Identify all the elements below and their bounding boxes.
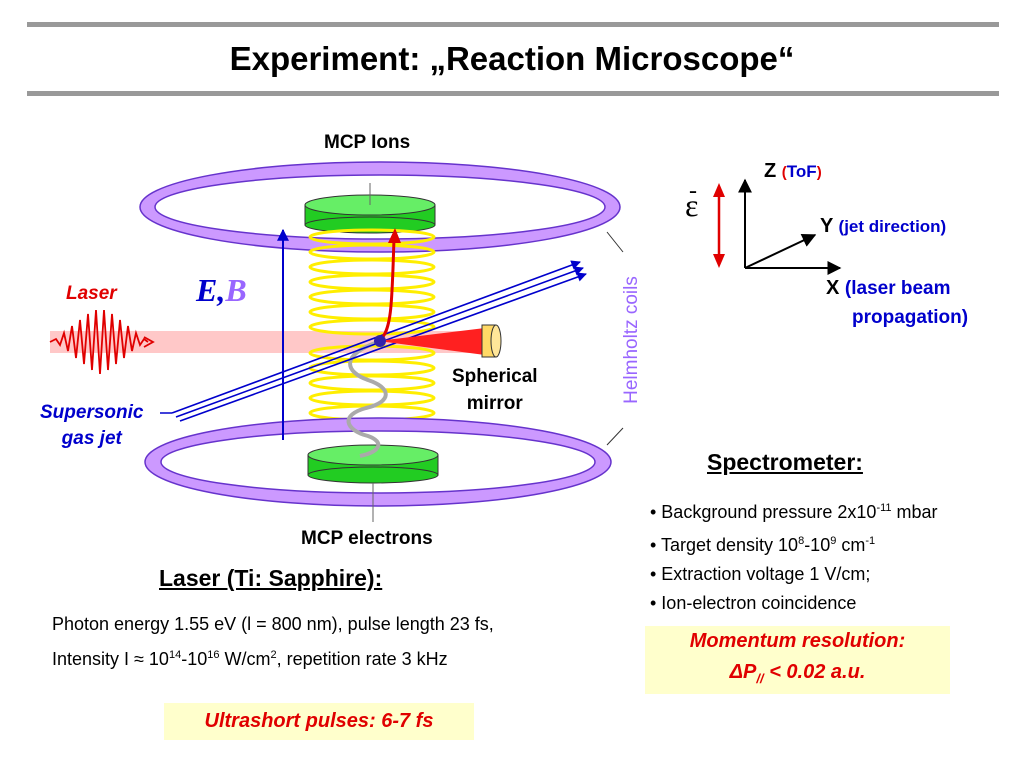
laser-intensity-line: Intensity I ≈ 1014-1016 W/cm2, repetitio…: [52, 640, 494, 675]
bullet-target-density-unit: cm: [836, 535, 866, 555]
ultrashort-pulses-box: Ultrashort pulses: 6-7 fs: [164, 703, 474, 740]
interaction-point: [374, 335, 386, 347]
supersonic-gas-jet-line1: Supersonic: [40, 402, 144, 423]
epsilon-field-arrow: [713, 183, 725, 268]
helmholtz-callout-top: [606, 231, 624, 253]
mcp-ions-detector: [304, 183, 436, 234]
y-axis-note: (jet direction): [838, 217, 947, 236]
bullet-coincidence: • Ion-electron coincidence: [650, 593, 857, 613]
bottom-rule: [27, 91, 999, 96]
momentum-delta-p: ΔP: [729, 661, 757, 683]
eb-separator: ,: [217, 272, 226, 308]
bullet-target-density-mid: -10: [804, 535, 831, 555]
bullet-extraction-voltage: • Extraction voltage 1 V/cm;: [650, 564, 871, 584]
mcp-electrons-label: MCP electrons: [301, 528, 433, 549]
mcp-electrons-detector: [307, 444, 439, 522]
momentum-parallel-sub: //: [756, 671, 764, 686]
momentum-resolution-value: ΔP// < 0.02 a.u.: [645, 657, 950, 694]
spectrometer-coil-upper: [308, 228, 436, 336]
top-rule: [27, 22, 999, 27]
bullet-target-density-exp1: 8: [798, 535, 805, 547]
laser-focus-cone: [378, 328, 485, 355]
page-title: Experiment: „Reaction Microscope“: [229, 40, 795, 77]
z-axis-note: ToF: [786, 162, 817, 181]
helmholtz-coils-label: Helmholtz coils: [621, 276, 642, 404]
laser-intensity-exp3: 2: [270, 649, 277, 661]
laser-intensity-text: Intensity I ≈ 10: [52, 649, 169, 669]
z-axis-label: Z (ToF): [764, 160, 822, 183]
laser-pulse-icon: [49, 309, 149, 375]
spectrometer-bullets: • Background pressure 2x10-11 mbar • Tar…: [650, 494, 938, 618]
laser-intensity-exp1: 14: [168, 649, 182, 661]
coordinate-axes: [738, 178, 842, 275]
bullet-background-pressure-exp: -11: [876, 502, 892, 514]
x-axis-letter: X: [826, 277, 840, 299]
momentum-resolution-box: Momentum resolution: ΔP// < 0.02 a.u.: [645, 626, 950, 694]
laser-photon-energy-line: Photon energy 1.55 eV (l = 800 nm), puls…: [52, 614, 494, 634]
epsilon-label: - ε: [685, 178, 699, 223]
supersonic-gas-jet-label: Supersonic gas jet: [40, 400, 143, 452]
laser-intensity-mid: -10: [181, 649, 208, 669]
laser-intensity-exp2: 16: [207, 649, 220, 661]
y-axis-label: Y (jet direction): [820, 215, 946, 238]
spectrometer-title: Spectrometer:: [707, 449, 863, 475]
laser-repetition-rate: , repetition rate 3 kHz: [276, 649, 448, 669]
z-axis-paren-close: ): [816, 164, 822, 181]
bullet-target-density-exp2: 9: [830, 535, 837, 547]
bullet-target-density-exp3: -1: [865, 535, 876, 547]
bullet-background-pressure-unit: mbar: [891, 502, 938, 522]
b-field-symbol: B: [225, 272, 247, 308]
laser-pulse-arrow-icon: [143, 336, 155, 348]
z-axis-letter: Z: [764, 160, 777, 182]
momentum-limit: < 0.02 a.u.: [763, 661, 866, 683]
laser-intensity-unit: W/cm: [219, 649, 271, 669]
e-field-symbol: E: [196, 272, 218, 308]
electron-trajectory: [346, 340, 388, 458]
bullet-background-pressure: • Background pressure 2x10-11 mbar: [650, 494, 938, 527]
spherical-mirror-label: Spherical mirror: [452, 363, 538, 417]
momentum-resolution-title: Momentum resolution:: [689, 630, 906, 652]
bullet-target-density: • Target density 108-109 cm-1: [650, 527, 938, 560]
eb-field-label: E,B: [196, 272, 247, 309]
x-axis-note-line1: (laser beam: [844, 278, 951, 299]
bullet-target-density-text: • Target density 10: [650, 535, 799, 555]
z-axis-paren-open: (: [781, 164, 787, 181]
ion-trajectory-arrowhead: [388, 228, 401, 243]
bullet-background-pressure-text: • Background pressure 2x10: [650, 502, 877, 522]
y-axis-letter: Y: [820, 215, 833, 237]
helmholtz-callout-bottom: [606, 427, 624, 446]
spherical-mirror: [481, 324, 502, 358]
spherical-mirror-line2: mirror: [466, 393, 523, 414]
laser-section-title: Laser (Ti: Sapphire):: [159, 565, 383, 591]
x-axis-note-line2: propagation): [852, 307, 969, 328]
x-axis-label: X (laser beam: [826, 277, 951, 300]
supersonic-gas-jet-line2: gas jet: [61, 428, 122, 449]
epsilon-bar: -: [689, 178, 697, 204]
epsilon-symbol: ε: [685, 187, 699, 223]
mcp-ions-label: MCP Ions: [324, 132, 411, 153]
spherical-mirror-line1: Spherical: [452, 366, 538, 387]
laser-parameters: Photon energy 1.55 eV (l = 800 nm), puls…: [52, 609, 494, 675]
laser-label: Laser: [66, 283, 117, 304]
